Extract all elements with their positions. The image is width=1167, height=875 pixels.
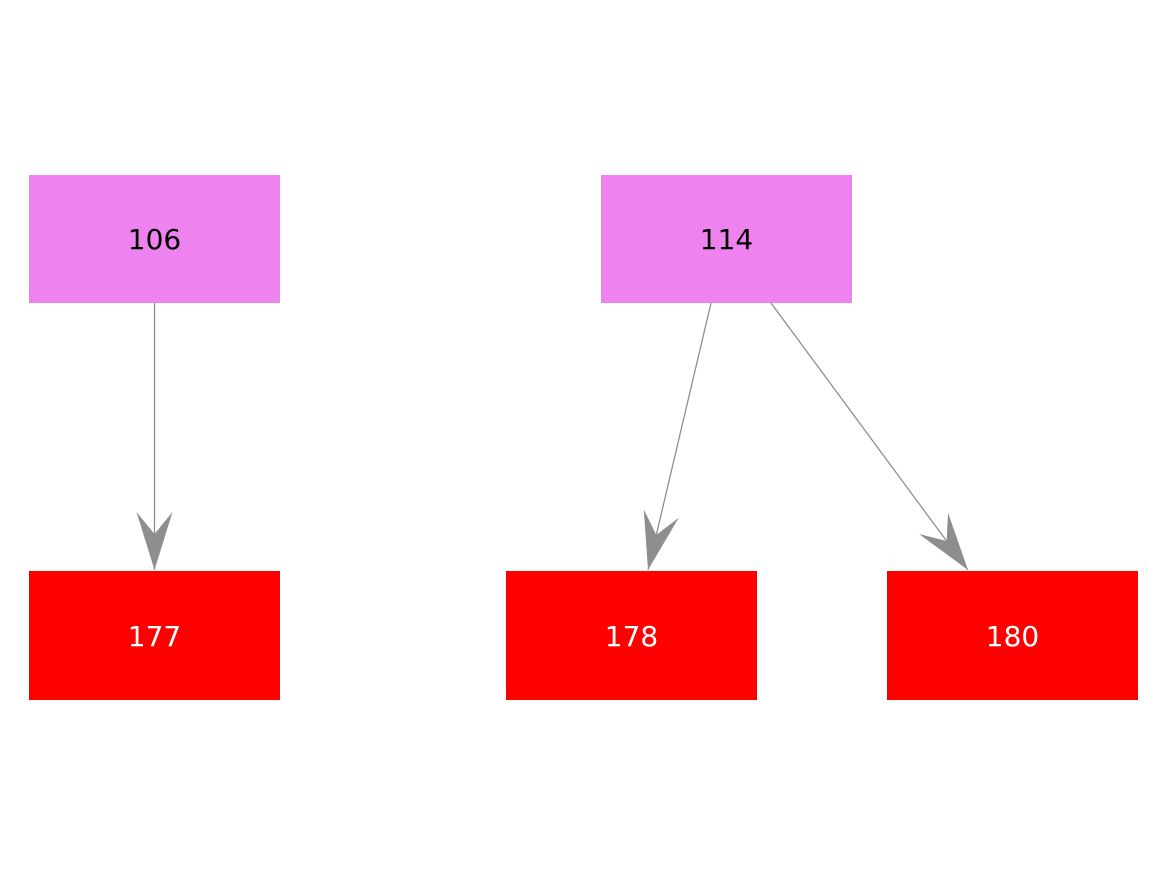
node-180-box — [887, 571, 1138, 700]
node-178-label: 178 — [605, 620, 658, 653]
edge-114-178 — [643, 302, 712, 571]
node-114-label: 114 — [700, 223, 753, 256]
node-114: 114 — [601, 175, 852, 303]
node-178: 178 — [506, 571, 757, 700]
node-106-box — [29, 175, 280, 303]
node-180-label: 180 — [986, 620, 1039, 653]
node-178-box — [506, 571, 757, 700]
node-177-box — [29, 571, 280, 700]
node-106: 106 — [29, 175, 280, 303]
edge-114-180 — [770, 302, 969, 571]
node-114-box — [601, 175, 852, 303]
node-177-label: 177 — [128, 620, 181, 653]
node-180: 180 — [887, 571, 1138, 700]
node-106-label: 106 — [128, 223, 181, 256]
node-177: 177 — [29, 571, 280, 700]
